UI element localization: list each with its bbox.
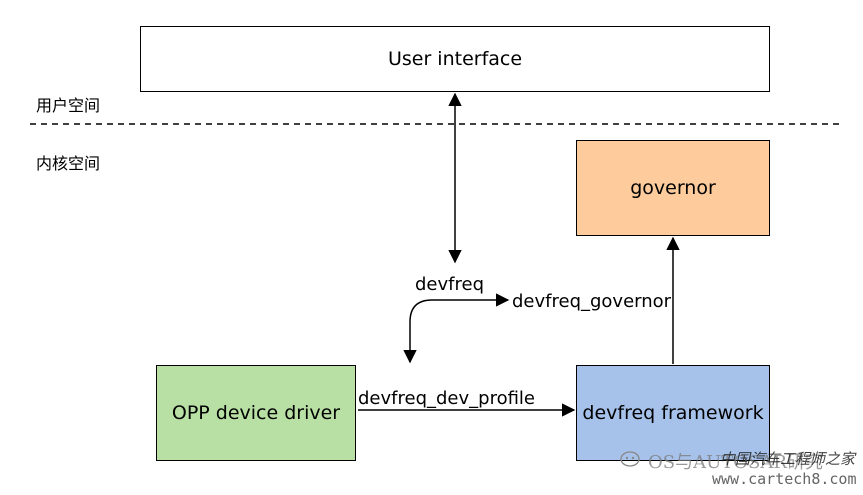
- devfreq-dev-profile-label: devfreq_dev_profile: [358, 388, 536, 409]
- watermark-url: www.cartech8.com: [712, 470, 857, 488]
- devfreq-label: devfreq: [415, 274, 484, 295]
- kernel-space-label: 内核空间: [36, 154, 101, 173]
- wechat-icon: [620, 451, 640, 467]
- profile-governor-curve-arrow: [403, 293, 510, 364]
- watermark-site-name: 中国汽车工程师之家: [720, 450, 856, 468]
- devfreq-governor-label: devfreq_governor: [512, 291, 672, 312]
- user-interface-box: User interface: [140, 26, 770, 92]
- user-space-label: 用户空间: [36, 96, 101, 115]
- devfreq-framework-box: devfreq framework: [576, 365, 770, 461]
- opp-device-driver-box: OPP device driver: [156, 365, 356, 461]
- governor-box: governor: [576, 140, 770, 236]
- watermark-account: OS与AUTOSAR研究: [648, 452, 823, 473]
